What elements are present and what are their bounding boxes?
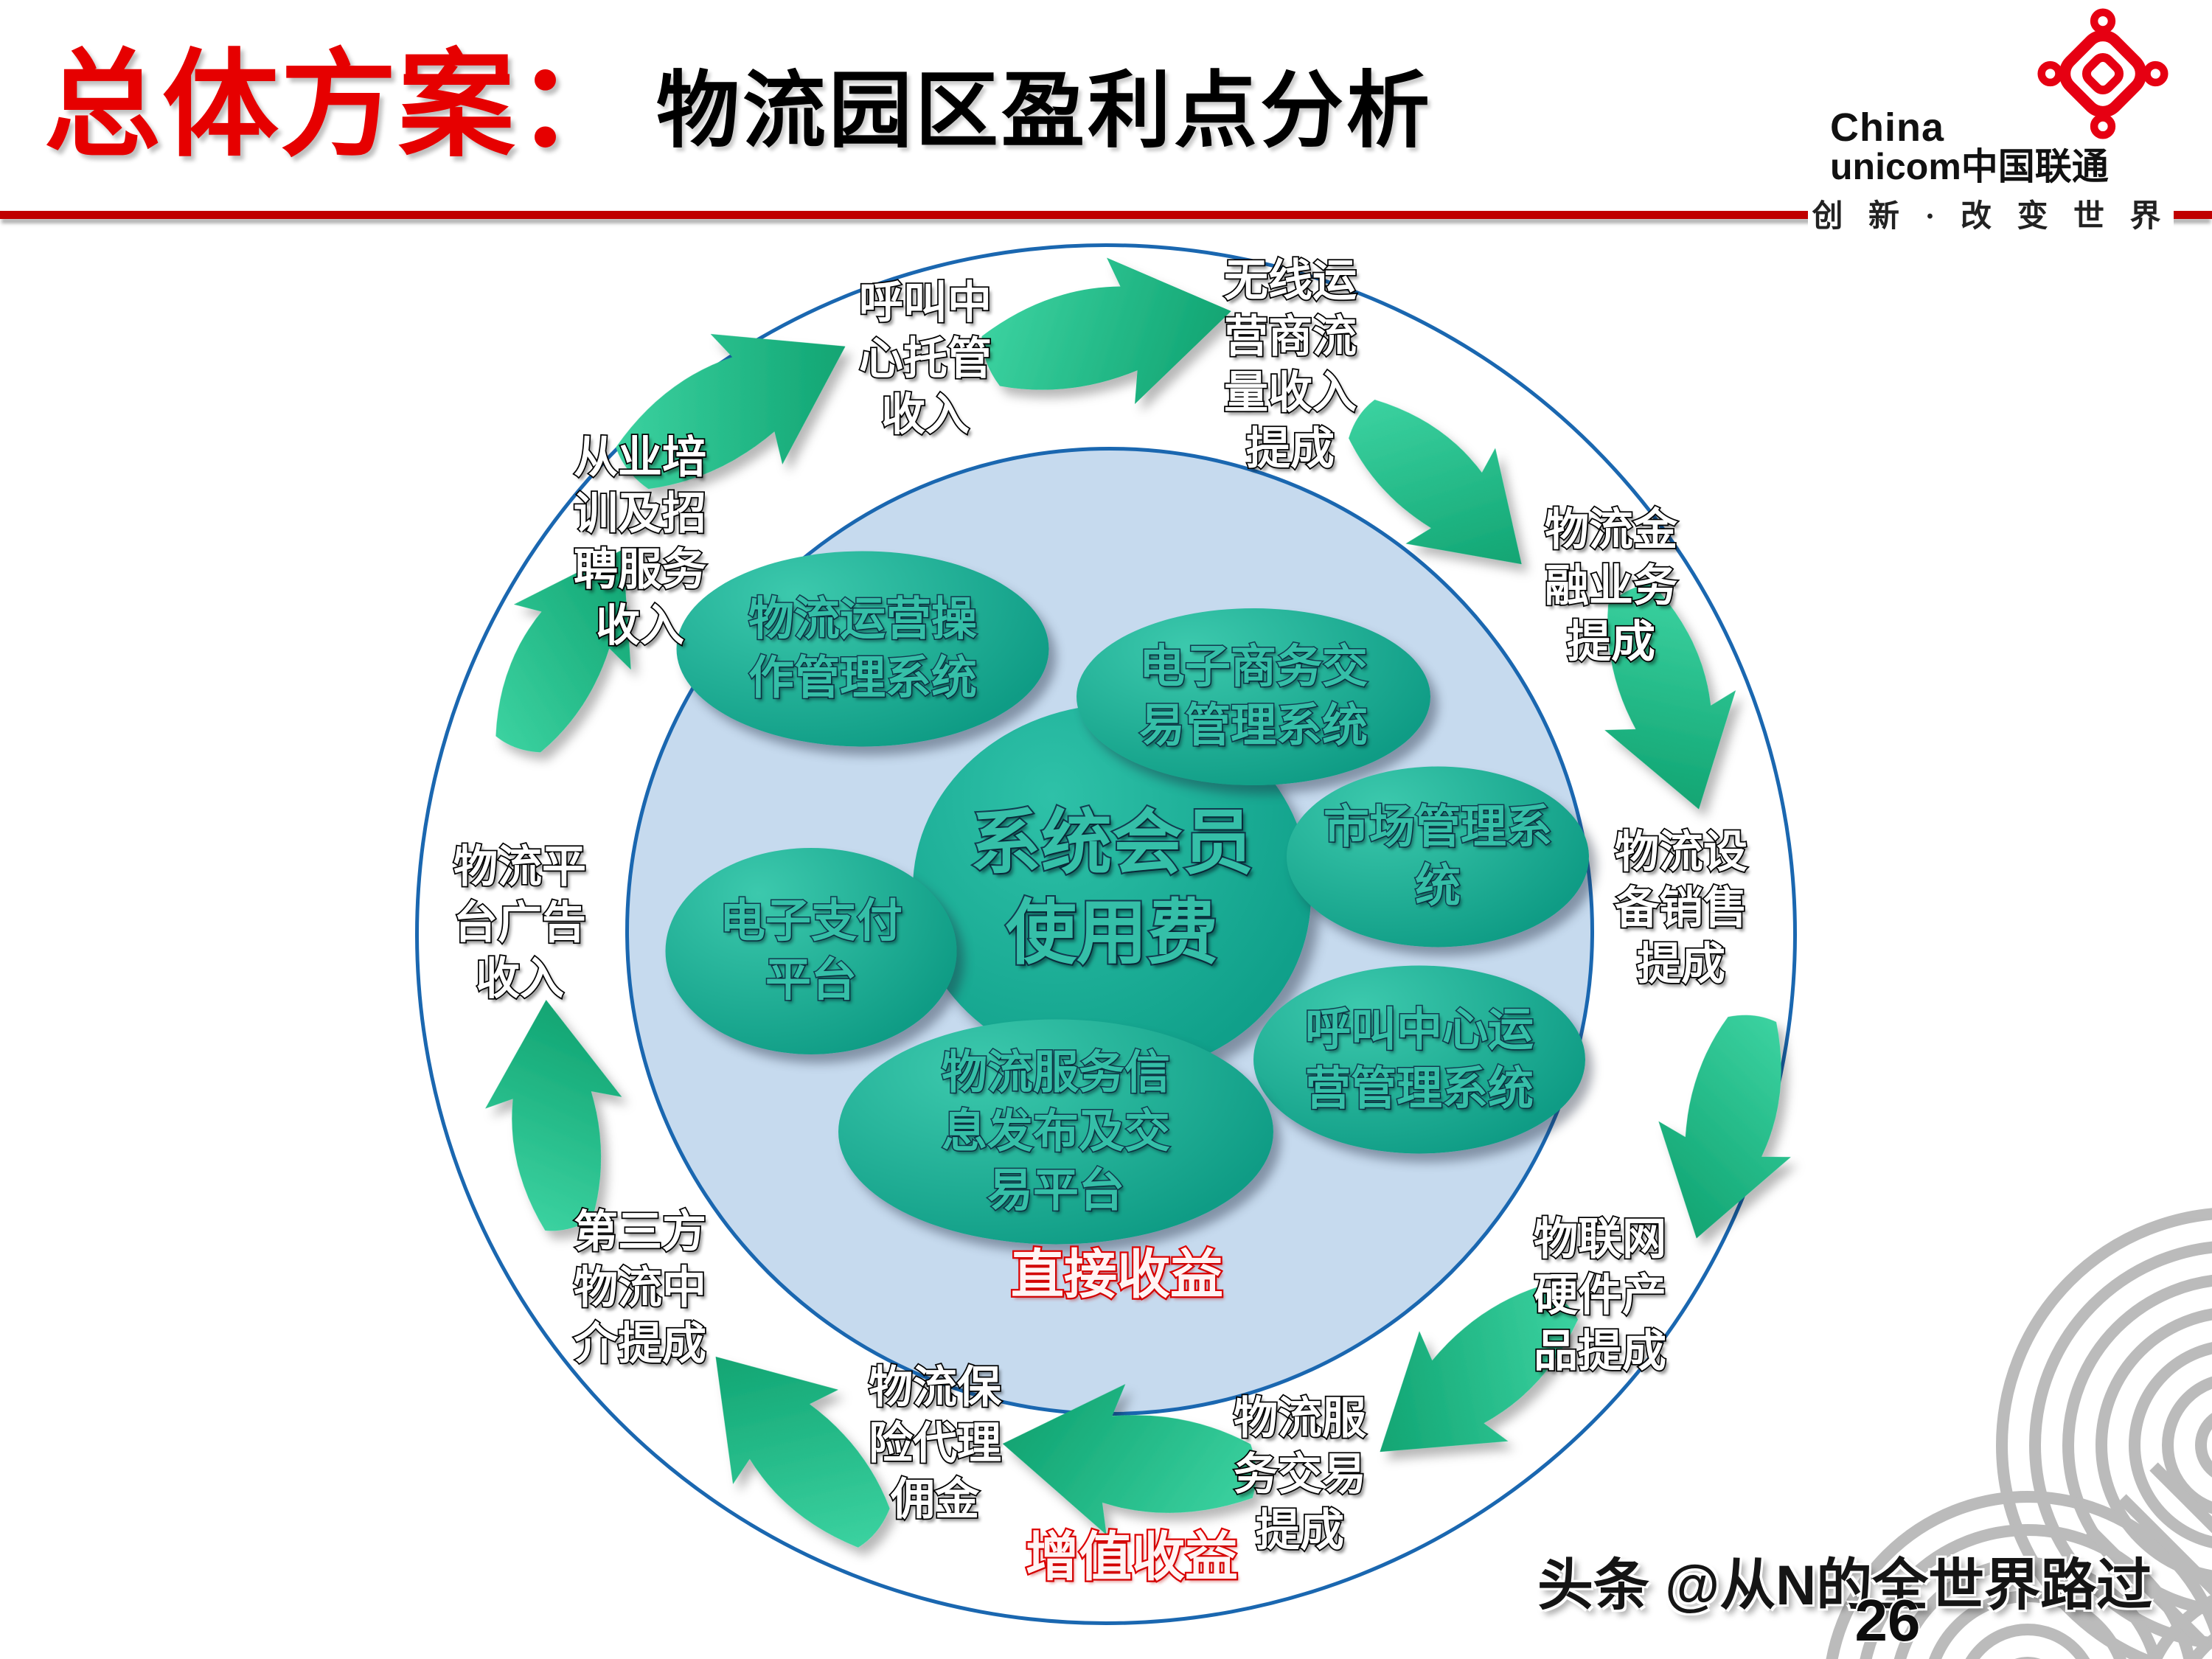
revenue-label-insurance-agency: 物流保 险代理 佣金 [867, 1361, 1003, 1526]
system-ellipse-epayment: 电子支付 平台 [665, 848, 957, 1054]
brand-line2: unicom中国联通 [1830, 146, 2109, 188]
value-added-revenue-label: 增值收益 [1024, 1526, 1240, 1589]
revenue-label-logistics-finance: 物流金 融业务 提成 [1543, 504, 1679, 668]
page-title-red: 总体方案： [44, 41, 634, 170]
system-label: 市场管理系 统 [1322, 801, 1553, 913]
page-title-black: 物流园区盈利点分析 [656, 64, 1433, 157]
revenue-label-callcenter-hosting: 呼叫中 心托管 收入 [858, 276, 993, 441]
revenue-label-training-recruiting: 从业培 训及招 聘服务 收入 [572, 431, 708, 652]
unicom-brand-text: China unicom中国联通 [1830, 105, 2109, 188]
revenue-label-iot-hardware: 物联网 硬件产 品提成 [1532, 1213, 1668, 1377]
system-ellipse-ecommerce-trade: 电子商务交 易管理系统 [1077, 608, 1430, 785]
brand-line1: China [1830, 105, 1945, 150]
slogan-box: 创 新 · 改 变 世 界 [1808, 189, 2174, 237]
logo-slogan: 创 新 · 改 变 世 界 [1812, 199, 2170, 234]
revenue-label-equipment-sales: 物流设 备销售 提成 [1613, 826, 1749, 990]
system-ellipse-market-management: 市场管理系 统 [1287, 766, 1589, 947]
system-label: 电子支付 平台 [718, 895, 903, 1007]
revenue-label-wireless-traffic: 无线运 营商流 量收入 提成 [1222, 254, 1358, 475]
header-divider-line [0, 211, 2212, 219]
system-label: 物流运营操 作管理系统 [747, 593, 978, 705]
direct-revenue-label: 直接收益 [1009, 1244, 1225, 1307]
system-label: 呼叫中心运 营管理系统 [1304, 1004, 1534, 1116]
center-fee-ellipse: 系统会员 使用费 [913, 704, 1311, 1073]
page-number: 26 [1854, 1587, 1921, 1653]
revenue-label-platform-ads: 物流平 台广告 收入 [452, 841, 588, 1005]
system-ellipse-logistics-operation: 物流运营操 作管理系统 [676, 551, 1049, 747]
toutiao-watermark-text: 头条 @从N的全世界路过 [1537, 1554, 2153, 1617]
cycle-arrow-1 [970, 234, 1246, 433]
revenue-label-3pl-intermediary: 第三方 物流中 介提成 [572, 1206, 708, 1370]
system-label: 物流服务信 息发布及交 易平台 [940, 1046, 1171, 1217]
system-label: 电子商务交 易管理系统 [1138, 641, 1368, 753]
system-ellipse-logistics-info-platform: 物流服务信 息发布及交 易平台 [838, 1019, 1273, 1245]
cycle-arrow-8 [474, 992, 636, 1237]
center-fee-label: 系统会员 使用费 [969, 802, 1255, 974]
system-ellipse-callcenter-operation: 呼叫中心运 营管理系统 [1253, 965, 1585, 1154]
revenue-label-service-trade: 物流服 务交易 提成 [1232, 1392, 1368, 1557]
